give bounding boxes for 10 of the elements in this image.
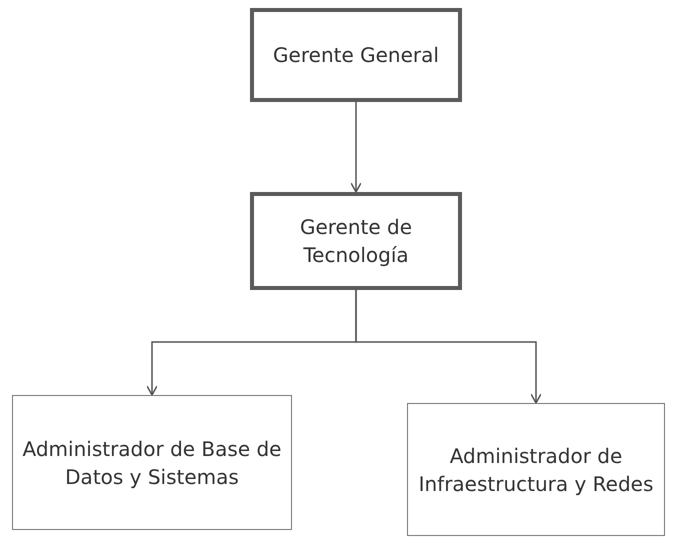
position-title: Gerente de Tecnología: [298, 214, 414, 269]
connector-arrow: [355, 290, 542, 404]
position-box: [250, 192, 462, 290]
position-title: Gerente General: [272, 42, 440, 69]
position-box: [250, 8, 462, 102]
position-title: Administrador de Base de Datos y Sistemas: [22, 436, 282, 490]
position-box: [12, 395, 292, 530]
position-box: [407, 403, 665, 536]
position-title: Administrador de Infraestructura y Redes: [418, 442, 654, 498]
connector-arrow: [350, 102, 362, 193]
